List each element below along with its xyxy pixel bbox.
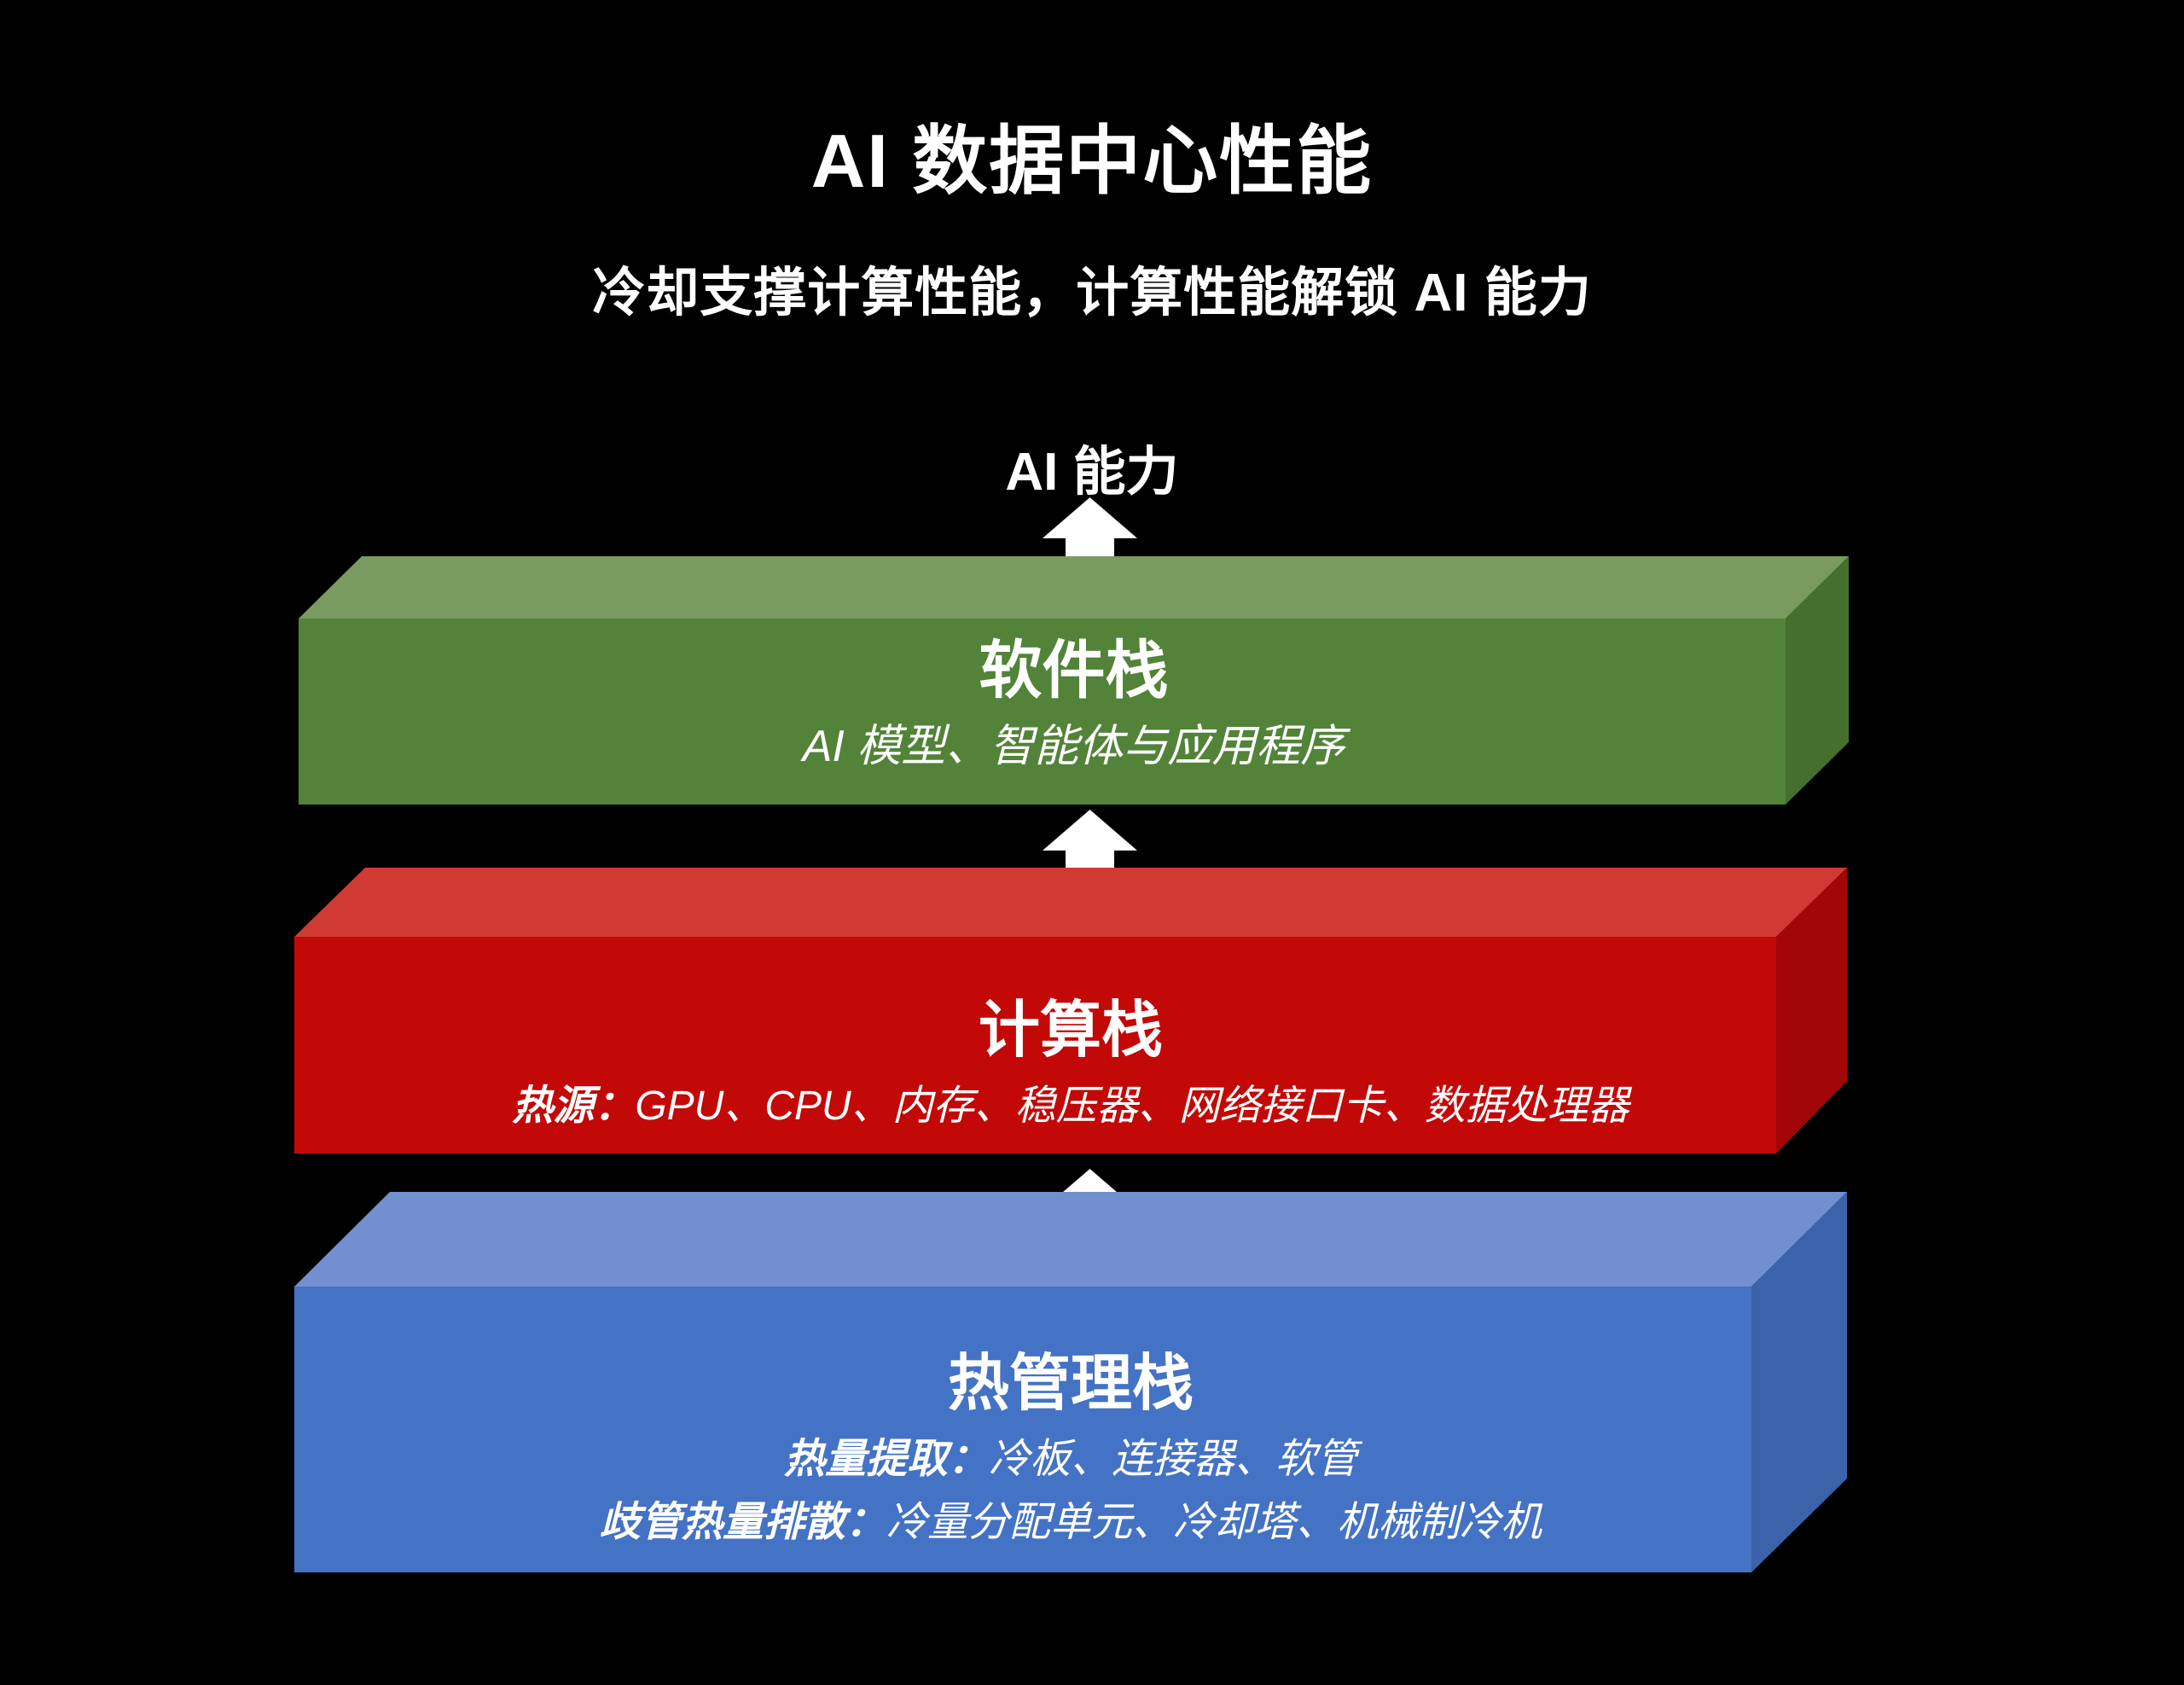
line-prefix: 热量提取： [783,1437,989,1482]
compute-stack-top-face [294,868,1847,937]
layer-software-stack: 软件栈 AI 模型、智能体与应用程序 [299,556,1849,805]
software-stack-front-face [299,619,1786,805]
line-text: GPU、CPU、内存、稳压器、网络接口卡、数据处理器 [635,1084,1629,1129]
compute-stack-front-face [294,937,1776,1153]
layer-title: 软件栈 [979,635,1169,706]
outcome-label: AI 能力 [1005,443,1179,502]
line-text: 冷量分配单元、冷却塔、机械制冷机 [886,1500,1542,1545]
thermal-stack-top-face [294,1192,1847,1287]
line-prefix: 歧管热量排散： [599,1500,886,1545]
thermal-stack-front-face [294,1287,1751,1572]
layer-title: 计算栈 [978,996,1163,1065]
layer-subtitle: 歧管热量排散：冷量分配单元、冷却塔、机械制冷机 [294,1497,1847,1548]
line-text: AI 模型、智能体与应用程序 [802,721,1345,771]
line-prefix: 热源： [512,1084,636,1129]
software-stack-text: 软件栈 AI 模型、智能体与应用程序 [299,631,1849,775]
layer-compute-stack: 计算栈 热源：GPU、CPU、内存、稳压器、网络接口卡、数据处理器 [294,868,1847,1153]
compute-stack-text: 计算栈 热源：GPU、CPU、内存、稳压器、网络接口卡、数据处理器 [294,992,1847,1132]
layer-subtitle: 热源：GPU、CPU、内存、稳压器、网络接口卡、数据处理器 [294,1081,1847,1132]
page-subtitle: 冷却支撑计算性能，计算性能解锁 AI 能力 [592,264,1592,322]
layer-subtitle: 热量提取：冷板、连接器、软管 [294,1434,1847,1485]
line-text: 冷板、连接器、软管 [989,1437,1358,1482]
software-stack-top-face [299,556,1849,619]
thermal-stack-text: 热管理栈 热量提取：冷板、连接器、软管 歧管热量排散：冷量分配单元、冷却塔、机械… [294,1345,1847,1548]
layer-thermal-management-stack: 热管理栈 热量提取：冷板、连接器、软管 歧管热量排散：冷量分配单元、冷却塔、机械… [294,1192,1847,1572]
layer-subtitle: AI 模型、智能体与应用程序 [299,719,1849,775]
page-title: AI 数据中心性能 [810,119,1374,203]
layer-title: 热管理栈 [947,1350,1194,1418]
